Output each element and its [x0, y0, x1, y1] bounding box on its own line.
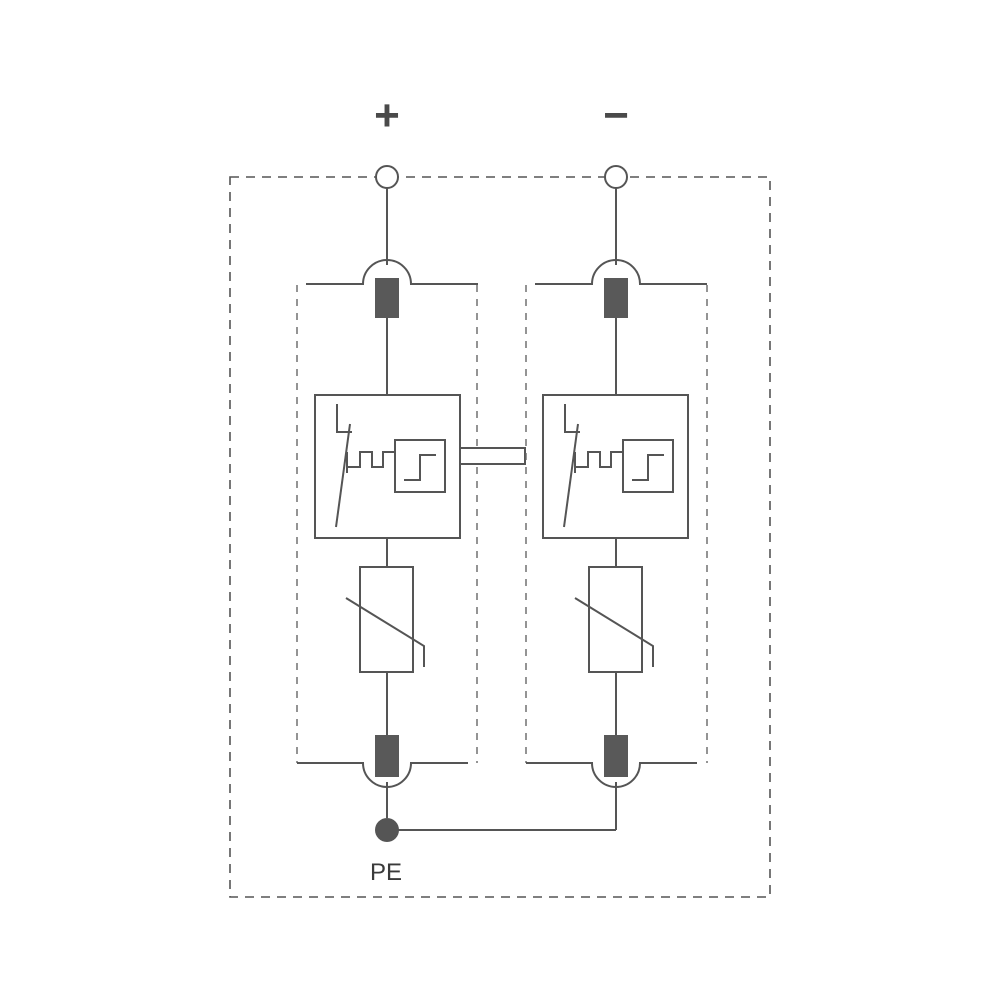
linkage-symbol	[575, 451, 623, 468]
varistor-characteristic	[345, 597, 425, 667]
positive-terminal-sign: +	[374, 91, 400, 140]
varistor	[588, 566, 643, 673]
pe-terminal	[375, 818, 399, 842]
mechanical-link	[459, 447, 526, 465]
outer-enclosure	[229, 176, 771, 898]
positive-terminal	[375, 165, 399, 189]
fuse-top	[375, 278, 399, 318]
fuse-bottom	[604, 735, 628, 777]
switch-symbol	[335, 404, 352, 528]
indicator-step-symbol	[404, 454, 436, 481]
fuse-bottom	[375, 735, 399, 777]
switch-symbol	[563, 404, 580, 528]
linkage-symbol	[347, 451, 395, 468]
module-positive	[296, 188, 478, 818]
negative-terminal	[604, 165, 628, 189]
negative-terminal-sign: −	[603, 91, 629, 140]
varistor-characteristic	[574, 597, 654, 667]
varistor	[359, 566, 414, 673]
fuse-top	[604, 278, 628, 318]
module-negative	[525, 188, 708, 830]
pe-label: PE	[370, 859, 402, 886]
indicator-step-symbol	[632, 454, 664, 481]
